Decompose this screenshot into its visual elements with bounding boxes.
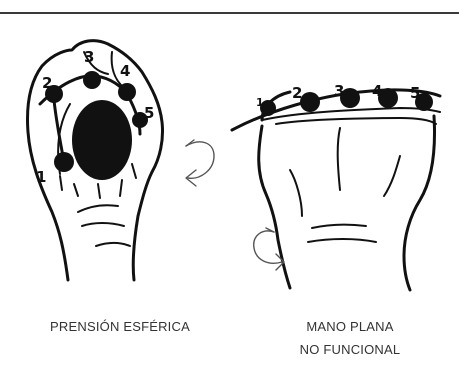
finger-number-4: 4 [120,62,130,80]
flat-finger-number-3: 3 [334,82,344,100]
caption-flat-hand-line2: NO FUNCIONAL [299,342,401,357]
top-rule [0,12,459,14]
finger-1-tip [54,152,74,172]
finger-number-1: 1 [36,168,46,186]
flat-finger-number-5: 5 [410,84,420,102]
flat-finger-4-tip [378,88,398,108]
flat-finger-number-1: 1 [256,96,264,109]
spherical-grasp-hand: 1 2 3 4 5 [26,39,164,282]
rotate-arrow-icon [185,139,215,187]
flat-finger-1-tip [260,100,276,116]
finger-2-tip [45,85,63,103]
caption-flat-hand-line1: MANO PLANA [306,319,394,334]
finger-number-5: 5 [144,104,154,122]
flat-finger-number-4: 4 [372,82,382,100]
finger-number-2: 2 [42,74,52,92]
finger-3-tip [83,71,101,89]
wrist-rotate-arrow-icon [253,227,285,271]
ball-object [72,100,132,180]
flat-finger-5-tip [415,93,433,111]
finger-5-tip [132,112,148,128]
flat-finger-number-2: 2 [292,84,302,102]
flat-finger-3-tip [340,88,360,108]
flat-finger-2-tip [300,92,320,112]
caption-spherical-grasp: PRENSIÓN ESFÉRICA [50,319,190,334]
finger-4-tip [118,83,136,101]
flat-hand: 1 2 3 4 5 [230,82,442,292]
finger-number-3: 3 [84,48,94,66]
